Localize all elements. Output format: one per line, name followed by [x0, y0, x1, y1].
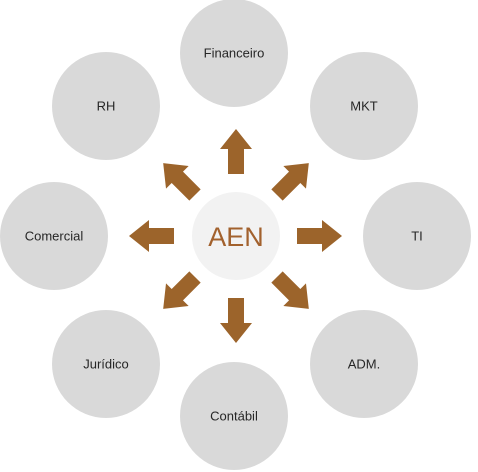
arrow-to-juridico — [163, 271, 201, 309]
node-ti-label: TI — [411, 229, 423, 244]
arrow-to-rh — [163, 163, 201, 201]
node-financeiro-circle — [180, 0, 288, 107]
node-rh-circle — [52, 52, 160, 160]
node-adm-circle — [310, 310, 418, 418]
node-comercial: Comercial — [0, 182, 108, 290]
node-rh-label: RH — [97, 99, 116, 114]
center-circle — [192, 192, 280, 280]
node-juridico-label: Jurídico — [83, 357, 129, 372]
center-label: AEN — [208, 222, 264, 252]
node-contabil: Contábil — [180, 362, 288, 470]
node-adm: ADM. — [310, 310, 418, 418]
center-node: AEN — [192, 192, 280, 280]
node-ti: TI — [363, 182, 471, 290]
arrow-to-contabil — [220, 298, 252, 343]
arrow-to-mkt — [271, 163, 309, 201]
arrow-to-adm — [271, 271, 309, 309]
arrow-to-financeiro — [220, 129, 252, 174]
node-mkt-label: MKT — [350, 99, 378, 114]
node-rh: RH — [52, 52, 160, 160]
node-mkt-circle — [310, 52, 418, 160]
node-financeiro: Financeiro — [180, 0, 288, 107]
node-adm-label: ADM. — [348, 357, 381, 372]
node-financeiro-label: Financeiro — [204, 46, 265, 61]
node-contabil-circle — [180, 362, 288, 470]
node-comercial-label: Comercial — [25, 229, 84, 244]
node-mkt: MKT — [310, 52, 418, 160]
node-ti-circle — [363, 182, 471, 290]
node-contabil-label: Contábil — [210, 409, 258, 424]
node-juridico-circle — [52, 310, 160, 418]
arrow-to-ti — [297, 220, 342, 252]
node-juridico: Jurídico — [52, 310, 160, 418]
node-comercial-circle — [0, 182, 108, 290]
arrow-to-comercial — [129, 220, 174, 252]
